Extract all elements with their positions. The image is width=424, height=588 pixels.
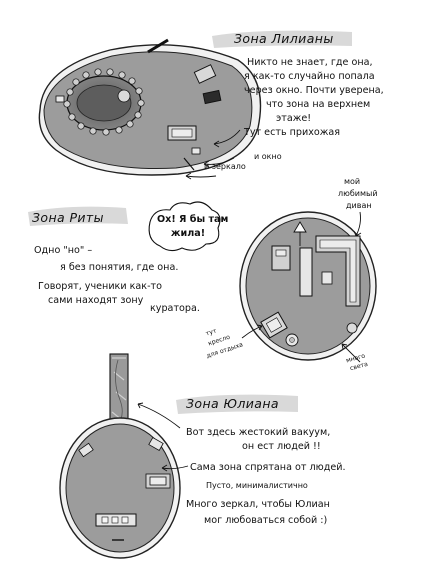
sofa-note-1: мой	[344, 177, 361, 186]
liliana-room-plan	[38, 38, 262, 176]
liliana-window-note: и окно	[254, 152, 282, 161]
rita-bubble-line-2: жила!	[170, 228, 206, 239]
rita-line-5: куратора.	[150, 303, 200, 314]
rita-arrows	[241, 211, 362, 363]
yuliana-line-1: Вот здесь жестокий вакуум,	[186, 427, 331, 438]
rita-line-3: Говорят, ученики как-то	[38, 281, 163, 292]
rita-room-plan	[239, 211, 377, 361]
rita-speech-bubble	[148, 201, 221, 252]
liliana-line-3: через окно. Почти уверена,	[244, 85, 384, 96]
sofa	[315, 235, 361, 307]
coffee-table	[299, 247, 313, 297]
sofa-note-2: любимый	[338, 189, 378, 198]
title-highlight-marks	[28, 30, 352, 414]
yuliana-line-2: он ест людей !!	[242, 441, 321, 452]
rita-line-2: я без понятия, где она.	[60, 262, 179, 273]
liliana-line-4: что зона на верхнем	[266, 99, 371, 110]
yuliana-arrows	[137, 402, 189, 472]
liliana-zone-title: Зона Лилианы	[234, 31, 334, 46]
mirror-marks	[78, 436, 171, 489]
yuliana-room-plan	[59, 353, 181, 559]
liliana-line-5: этаже!	[276, 113, 312, 124]
yuliana-line-3: Сама зона спрятана от людей.	[190, 462, 346, 473]
liliana-arrows	[185, 129, 241, 180]
rita-zone-title: Зона Риты	[32, 210, 104, 225]
sofa-note-3: диван	[346, 201, 372, 210]
table-chairs	[63, 68, 145, 136]
window-mark	[147, 38, 169, 54]
liliana-line-1: Никто не знает, где она,	[247, 57, 373, 68]
yuliana-line-6: мог любоваться собой :)	[204, 515, 328, 526]
rita-bubble-line-1: Ох! Я бы там	[157, 214, 229, 225]
rita-line-4: сами находят зону	[48, 295, 144, 306]
liliana-hall-note: Тут есть прихожая	[244, 127, 341, 138]
plant-icon	[117, 89, 131, 103]
rita-line-1: Одно "но" –	[34, 245, 93, 256]
yuliana-zone-title: Зона Юлиана	[186, 396, 279, 411]
liliana-mirror-note: и зеркало	[204, 162, 246, 171]
yuliana-line-4: Пусто, минималистично	[206, 481, 308, 490]
liliana-line-2: я как-то случайно попала	[244, 71, 375, 82]
yuliana-line-5: Много зеркал, чтобы Юлиан	[186, 499, 330, 510]
